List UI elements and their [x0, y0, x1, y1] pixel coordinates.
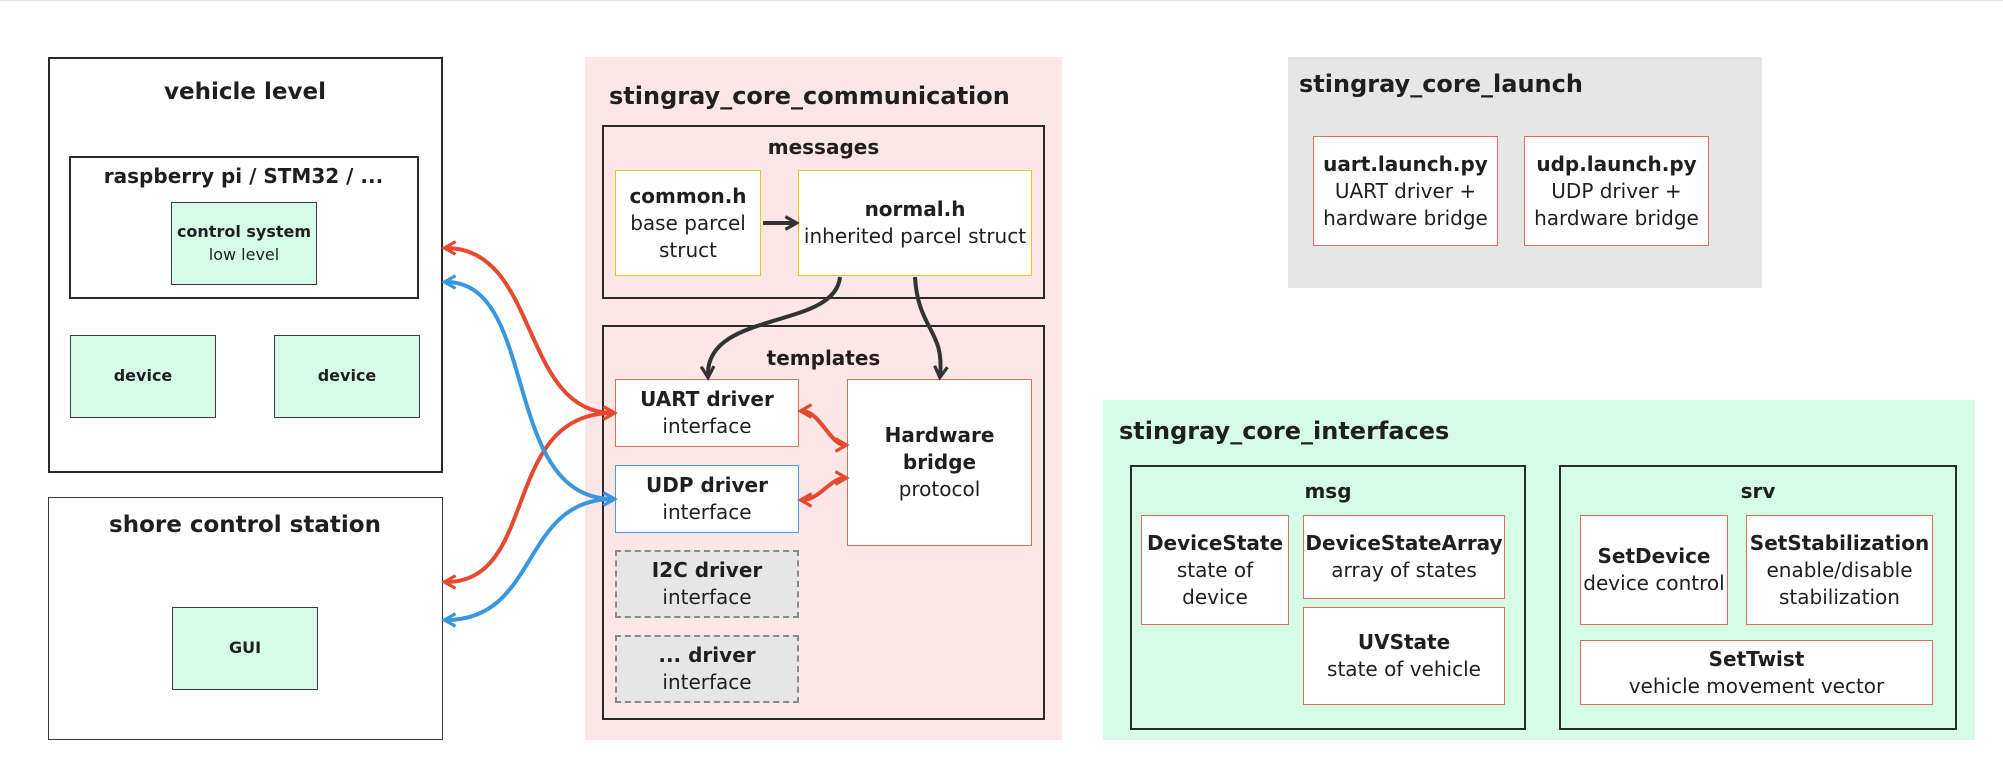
device-state-box: DeviceState state of device [1141, 515, 1289, 625]
launch-panel: stingray_core_launch uart.launch.py UART… [1288, 57, 1762, 288]
normal-h-line1: inherited parcel struct [803, 224, 1027, 248]
uart-launch-box: uart.launch.py UART driver + hardware br… [1313, 136, 1498, 246]
control-system-box: control system low level [171, 202, 317, 285]
set-stabilization-line1: enable/disable [1766, 557, 1913, 582]
uv-state-title: UVState [1357, 630, 1451, 654]
device-state-array-box: DeviceStateArray array of states [1303, 515, 1505, 599]
device-state-title: DeviceState [1146, 530, 1284, 555]
other-driver-title: ... driver [658, 643, 756, 667]
uart-driver-box: UART driver interface [615, 379, 799, 447]
templates-title: templates [766, 346, 881, 370]
udp-driver-title: UDP driver [646, 473, 768, 497]
set-twist-box: SetTwist vehicle movement vector [1580, 640, 1933, 705]
common-h-line2: struct [659, 237, 717, 262]
set-device-title: SetDevice [1597, 544, 1711, 568]
i2c-driver-title: I2C driver [651, 558, 763, 582]
srv-frame: srv [1559, 465, 1957, 730]
vehicle-level-frame: vehicle level raspberry pi / STM32 / ...… [48, 57, 443, 473]
hardware-bridge-line1: Hardware [884, 423, 995, 447]
device-label-1: device [113, 366, 173, 386]
common-h-title: common.h [629, 183, 747, 208]
normal-h-box: normal.h inherited parcel struct [798, 170, 1032, 276]
top-divider [0, 0, 2003, 1]
srv-title: srv [1740, 479, 1776, 503]
set-device-box: SetDevice device control [1580, 515, 1728, 625]
common-h-line1: base parcel [630, 210, 746, 235]
other-driver-subtitle: interface [662, 670, 752, 694]
messages-title: messages [767, 135, 880, 159]
control-system-subtitle: low level [208, 244, 280, 264]
device-state-line2: device [1182, 584, 1248, 609]
board-title: raspberry pi / STM32 / ... [103, 164, 384, 188]
set-stabilization-title: SetStabilization [1749, 530, 1930, 555]
uart-driver-subtitle: interface [662, 414, 752, 438]
set-twist-title: SetTwist [1708, 646, 1805, 671]
hardware-bridge-line3: protocol [898, 477, 981, 501]
normal-h-title: normal.h [864, 197, 966, 221]
set-stabilization-line2: stabilization [1779, 584, 1900, 609]
msg-frame: msg [1130, 465, 1526, 730]
interfaces-panel: stingray_core_interfaces msg DeviceState… [1103, 400, 1975, 740]
set-device-line1: device control [1583, 571, 1725, 595]
uv-state-box: UVState state of vehicle [1303, 607, 1505, 705]
udp-driver-subtitle: interface [662, 500, 752, 524]
uart-launch-line1: UART driver + [1334, 178, 1477, 203]
launch-title: stingray_core_launch [1299, 70, 1583, 98]
i2c-driver-box: I2C driver interface [615, 550, 799, 618]
device-box-1: device [70, 335, 216, 418]
device-state-array-title: DeviceStateArray [1305, 531, 1503, 555]
set-twist-line1: vehicle movement vector [1628, 673, 1885, 698]
set-stabilization-box: SetStabilization enable/disable stabiliz… [1746, 515, 1933, 625]
shore-station-frame: shore control station GUI [48, 497, 443, 740]
udp-launch-line1: UDP driver + [1551, 178, 1682, 203]
hardware-bridge-line2: bridge [902, 450, 977, 474]
i2c-driver-subtitle: interface [662, 585, 752, 609]
udp-launch-line2: hardware bridge [1534, 205, 1699, 230]
gui-label: GUI [228, 638, 262, 658]
common-h-box: common.h base parcel struct [615, 170, 761, 276]
vehicle-level-title: vehicle level [164, 79, 326, 105]
gui-box: GUI [172, 607, 318, 690]
udp-launch-title: udp.launch.py [1536, 151, 1697, 176]
hardware-bridge-box: Hardware bridge protocol [847, 379, 1032, 546]
board-frame: raspberry pi / STM32 / ... control syste… [69, 156, 419, 299]
uart-launch-line2: hardware bridge [1323, 205, 1488, 230]
device-box-2: device [274, 335, 420, 418]
udp-launch-box: udp.launch.py UDP driver + hardware brid… [1524, 136, 1709, 246]
other-driver-box: ... driver interface [615, 635, 799, 703]
shore-station-title: shore control station [109, 512, 381, 538]
control-system-title: control system [176, 222, 312, 242]
device-state-line1: state of [1176, 557, 1254, 582]
uart-launch-title: uart.launch.py [1323, 151, 1488, 176]
interfaces-title: stingray_core_interfaces [1119, 417, 1450, 445]
uart-driver-title: UART driver [640, 387, 774, 411]
udp-driver-box: UDP driver interface [615, 465, 799, 533]
communication-title: stingray_core_communication [609, 82, 1010, 110]
msg-title: msg [1304, 479, 1352, 503]
device-label-2: device [317, 366, 377, 386]
device-state-array-line1: array of states [1331, 558, 1477, 582]
uv-state-line1: state of vehicle [1327, 657, 1481, 681]
